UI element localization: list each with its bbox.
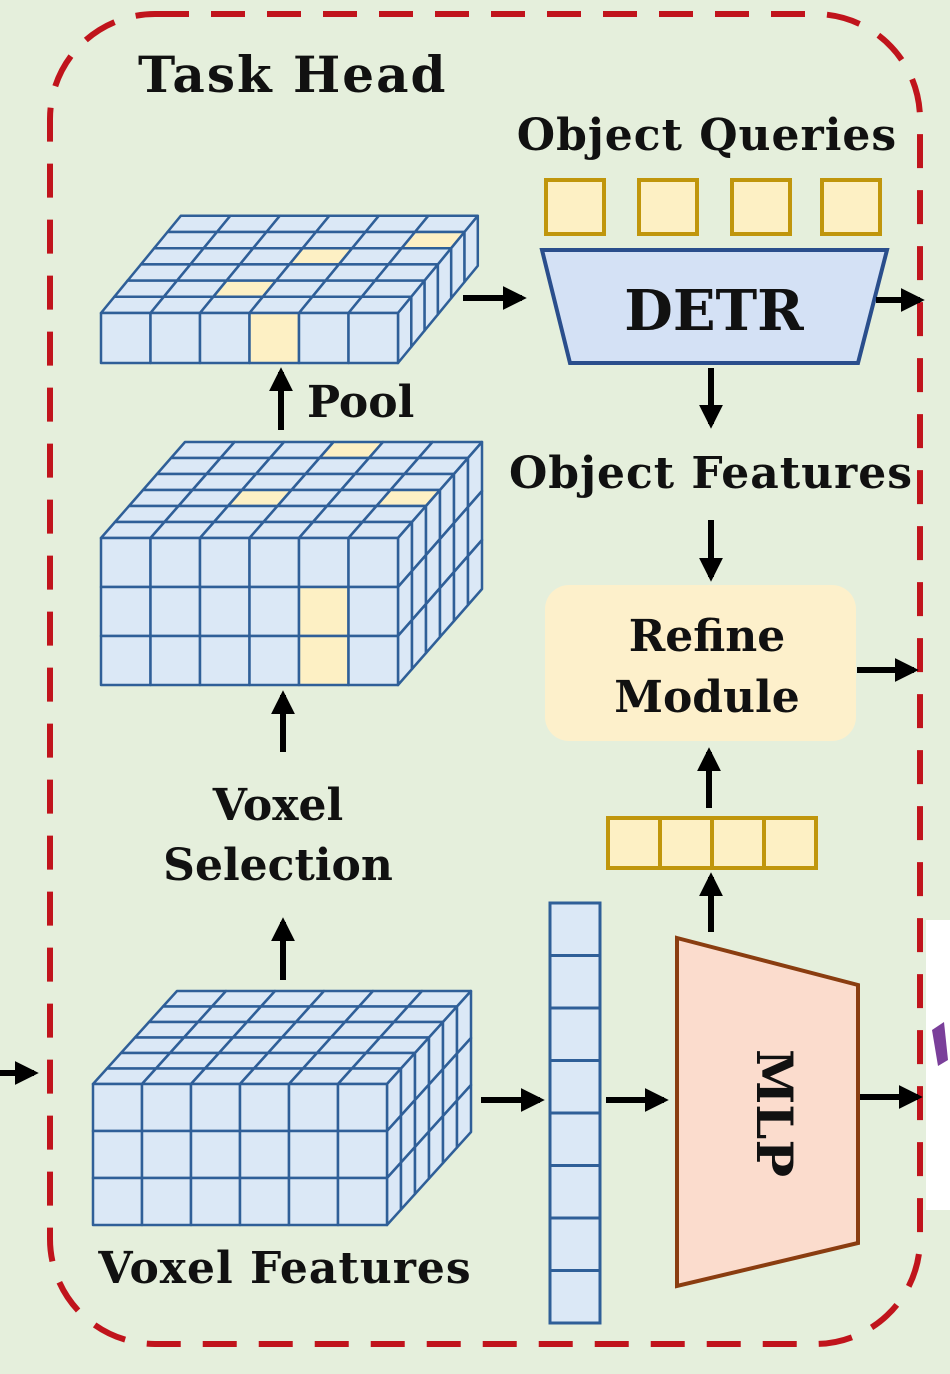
voxel-front-cell [287, 1082, 340, 1133]
voxel-front-cell [336, 1176, 389, 1227]
task-head-border [47, 11, 923, 1347]
feature-vector-cell [548, 1164, 602, 1220]
feature-vector-cell [548, 1006, 602, 1062]
object-query-box [637, 178, 699, 236]
voxel-features-label: Voxel Features [97, 1243, 471, 1294]
voxel-front-cell [336, 1082, 389, 1133]
mlp-label: MLP [745, 1049, 804, 1177]
object-features-label: Object Features [509, 448, 913, 499]
voxel-front-cell [198, 311, 251, 365]
voxel-front-cell [91, 1176, 144, 1227]
feature-vector-cell [548, 1269, 602, 1325]
voxel-front-cell [248, 634, 301, 687]
voxel-front-cell [99, 585, 152, 638]
voxel-front-cell [287, 1129, 340, 1180]
output-token-box [762, 816, 818, 870]
voxel-side-cell [455, 1083, 473, 1149]
flattened-feature-vector [548, 901, 602, 1325]
voxel-front-cell [347, 536, 400, 589]
voxel-front-cell [198, 634, 251, 687]
pool-label: Pool [307, 377, 414, 428]
voxel-front-cell [189, 1176, 242, 1227]
feature-vector-cell [548, 954, 602, 1010]
object-query-box [820, 178, 882, 236]
voxel-selection-label-line1: Voxel [212, 780, 343, 831]
object-queries-label: Object Queries [517, 110, 897, 161]
voxel-front-cell [238, 1176, 291, 1227]
voxel-front-cell [189, 1129, 242, 1180]
voxel-front-cell [248, 311, 301, 365]
voxel-side-cell [466, 538, 484, 607]
voxel-front-cell [99, 311, 152, 365]
output-token-box [710, 816, 766, 870]
voxel-front-cell [238, 1129, 291, 1180]
voxel-front-cell [140, 1082, 193, 1133]
voxel-front-cell [198, 536, 251, 589]
voxel-front-cell [140, 1129, 193, 1180]
mlp-block [675, 935, 860, 1289]
feature-vector-cell [548, 901, 602, 957]
voxel-front-cell [347, 634, 400, 687]
refine-module-label-line2: Module [614, 672, 800, 723]
task-head-title: Task Head [138, 45, 447, 104]
detr-block [539, 248, 890, 365]
voxel-front-cell [149, 585, 202, 638]
voxel-side-cell [463, 214, 480, 284]
voxel-front-cell [297, 311, 350, 365]
voxel-front-cell [238, 1082, 291, 1133]
voxel-front-cell [347, 311, 400, 365]
voxel-front-cell [91, 1082, 144, 1133]
voxel-front-cell [149, 634, 202, 687]
voxel-front-cell [248, 536, 301, 589]
voxel-front-cell [248, 585, 301, 638]
voxel-front-cell [99, 536, 152, 589]
voxel-front-cell [189, 1082, 242, 1133]
voxel-front-cell [297, 634, 350, 687]
mlp-output-tokens [606, 816, 818, 870]
voxel-front-cell [149, 536, 202, 589]
output-token-box [658, 816, 714, 870]
voxel-front-cell [198, 585, 251, 638]
pooled-voxel-grid [99, 214, 480, 365]
refine-module-block [545, 585, 856, 741]
object-query-box [730, 178, 792, 236]
feature-vector-cell [548, 1216, 602, 1272]
object-query-box [544, 178, 606, 236]
neighbor-figure-fragment [932, 1022, 948, 1066]
detr-label: DETR [624, 278, 804, 344]
voxel-front-cell [336, 1129, 389, 1180]
voxel-front-cell [297, 536, 350, 589]
feature-vector-cell [548, 1059, 602, 1115]
feature-vector-cell [548, 1111, 602, 1167]
voxel-front-cell [140, 1176, 193, 1227]
refine-module-label-line1: Refine [629, 611, 786, 662]
output-token-box [606, 816, 662, 870]
voxel-front-cell [347, 585, 400, 638]
voxel-front-cell [287, 1176, 340, 1227]
voxel-front-cell [99, 634, 152, 687]
voxel-front-cell [149, 311, 202, 365]
voxel-front-cell [91, 1129, 144, 1180]
voxel-selection-label-line2: Selection [163, 840, 393, 891]
voxel-features-grid [91, 989, 473, 1227]
selected-voxel-grid [99, 440, 484, 687]
voxel-front-cell [297, 585, 350, 638]
